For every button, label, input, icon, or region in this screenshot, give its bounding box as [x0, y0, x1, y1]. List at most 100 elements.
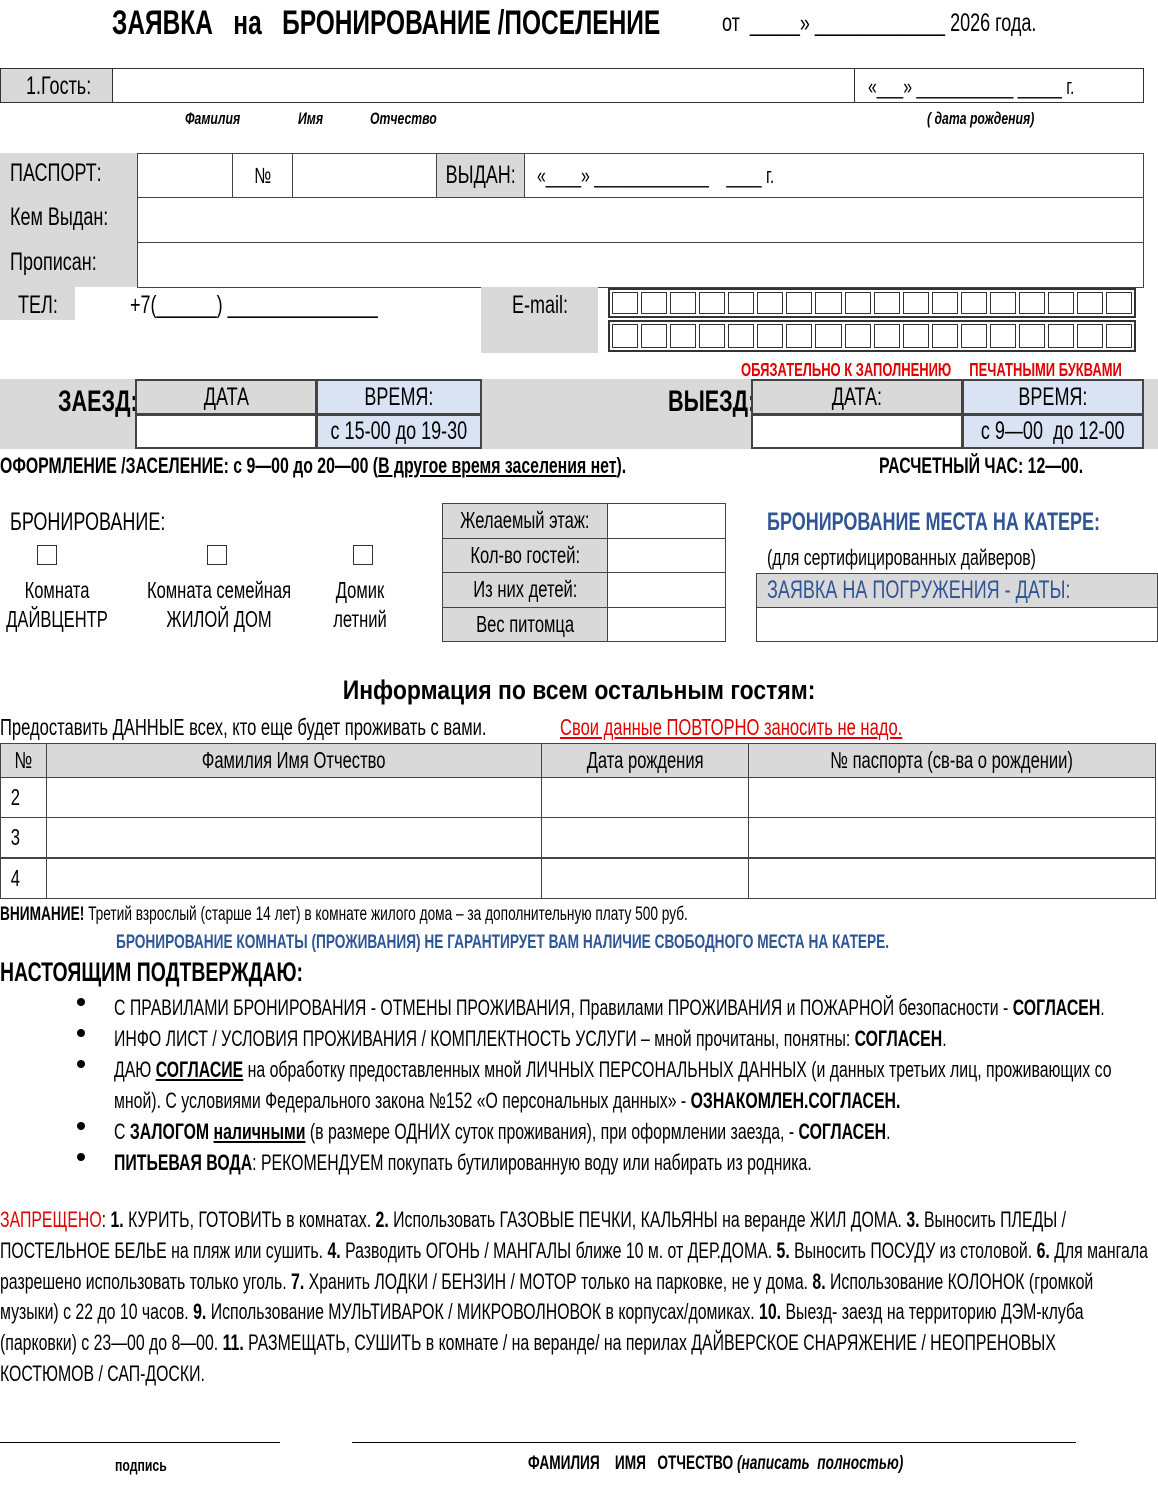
table-cell[interactable]: [541, 857, 749, 899]
sub-first-name: Имя: [298, 109, 324, 128]
text-segment: Разводить ОГОНЬ / МАНГАЛЫ ближе 10 м. от…: [340, 1237, 777, 1263]
extras-label-text: Кол-во гостей:: [470, 541, 580, 568]
extras-label: Из них детей:: [442, 572, 608, 608]
text-segment: 10.: [759, 1299, 782, 1325]
table-header-cell: Фамилия Имя Отчество: [46, 743, 542, 778]
checkbox-room-divecenter[interactable]: [37, 545, 57, 565]
departure-time-header: ВРЕМЯ:: [962, 379, 1144, 415]
extras-input[interactable]: [607, 572, 726, 608]
text-segment: ЗАПРЕЩЕНО: [0, 1207, 102, 1232]
bullet-icon: [77, 1153, 85, 1161]
text-segment: 9.: [193, 1299, 207, 1325]
confirm-item: С ПРАВИЛАМИ БРОНИРОВАНИЯ - ОТМЕНЫ ПРОЖИВ…: [114, 992, 1136, 1023]
text-segment: 2.: [375, 1207, 389, 1232]
extras-label-text: Желаемый этаж:: [460, 507, 590, 534]
extras-input[interactable]: [607, 503, 726, 539]
boat-booking-title: БРОНИРОВАНИЕ МЕСТА НА КАТЕРЕ:: [767, 508, 1100, 536]
text-segment: 4.: [327, 1237, 341, 1263]
issued-label: ВЫДАН:: [436, 153, 525, 198]
dives-label: ЗАЯВКА НА ПОГРУЖЕНИЯ - ДАТЫ:: [756, 573, 1158, 608]
table-cell[interactable]: [46, 857, 542, 899]
text-segment: : РЕКОМЕНДУЕМ покупать бутилированную во…: [252, 1150, 812, 1175]
guest-name-input[interactable]: [113, 69, 855, 102]
others-title: Информация по всем остальным гостям:: [342, 675, 816, 705]
others-warning: Свои данные ПОВТОРНО заносить не надо.: [560, 714, 903, 740]
arrival-time-value: с 15-00 до 19-30: [316, 414, 482, 449]
extras-input[interactable]: [607, 537, 726, 573]
arrival-date-input[interactable]: [135, 414, 317, 449]
booking-label: БРОНИРОВАНИЕ:: [10, 508, 166, 536]
text-segment: ПИТЬЕВАЯ ВОДА: [114, 1150, 253, 1175]
issued-by-input[interactable]: [137, 197, 1144, 243]
text-segment: С ПРАВИЛАМИ БРОНИРОВАНИЯ - ОТМЕНЫ ПРОЖИВ…: [114, 995, 1013, 1020]
sub-birthdate: ( дата рождения): [927, 109, 1035, 128]
boat-booking-subtitle: (для сертифицированных дайверов): [767, 545, 1036, 570]
departure-time-value: с 9—00 до 12-00: [962, 414, 1144, 449]
arrival-time-header: ВРЕМЯ:: [316, 379, 482, 415]
signature-label: подпись: [115, 1456, 167, 1475]
others-intro: Предоставить ДАННЫЕ всех, кто еще будет …: [0, 714, 487, 740]
guest-label-cell: [1, 69, 113, 102]
confirm-item: ПИТЬЕВАЯ ВОДА: РЕКОМЕНДУЕМ покупать бути…: [114, 1147, 1136, 1178]
registered-input[interactable]: [137, 242, 1144, 288]
extras-label: Кол-во гостей:: [442, 537, 608, 573]
text-segment: С: [114, 1119, 130, 1144]
table-cell[interactable]: [748, 817, 1156, 859]
table-header-cell: № паспорта (св-ва о рождении): [748, 743, 1156, 778]
departure-date-input[interactable]: [751, 414, 963, 449]
phone-input[interactable]: +7(______) _______________: [130, 291, 378, 319]
text-segment: 6.: [1036, 1237, 1050, 1263]
guest-birthdate-input[interactable]: «___» ___________ _____ г.: [868, 74, 1075, 99]
issued-by-label: Кем Выдан:: [10, 203, 109, 231]
text-segment: 7.: [291, 1268, 305, 1294]
text-segment: :: [101, 1207, 111, 1232]
table-cell[interactable]: [46, 817, 542, 859]
text-segment: СОГЛАСЕН: [854, 1026, 943, 1051]
text-segment: РАЗМЕЩАТЬ, СУШИТЬ в комнате / на веранде…: [0, 1330, 1056, 1386]
passport-label-column: [0, 153, 137, 287]
extras-input[interactable]: [607, 606, 726, 642]
table-cell[interactable]: [46, 777, 542, 818]
table-cell[interactable]: [541, 777, 749, 818]
table-header-cell: №: [0, 743, 47, 778]
confirm-item: ИНФО ЛИСТ / УСЛОВИЯ ПРОЖИВАНИЯ / КОМПЛЕК…: [114, 1023, 1136, 1054]
text-segment: КУРИТЬ, ГОТОВИТЬ в комнатах.: [123, 1207, 376, 1232]
text-segment: Выносить ПОСУДУ из столовой.: [789, 1237, 1037, 1263]
email-grid-row-2[interactable]: [608, 320, 1136, 352]
full-name-line[interactable]: [352, 1442, 1076, 1443]
row-number: 4: [0, 857, 47, 899]
row-number: 2: [0, 777, 47, 818]
confirm-title: НАСТОЯЩИМ ПОДТВЕРЖДАЮ:: [0, 957, 304, 987]
text-segment: Выезд- заезд на территорию ДЭМ-клуба (па…: [0, 1299, 1084, 1356]
signature-line[interactable]: [0, 1442, 280, 1443]
passport-number-input[interactable]: [292, 153, 437, 198]
confirm-item: С ЗАЛОГОМ наличными (в размере ОДНИХ сут…: [114, 1116, 1136, 1147]
text-segment: Использовать ГАЗОВЫЕ ПЕЧКИ, КАЛЬЯНЫ на в…: [388, 1207, 907, 1232]
passport-series-input[interactable]: [137, 153, 233, 198]
email-grid-row-1[interactable]: [608, 288, 1136, 318]
passport-label: ПАСПОРТ:: [10, 159, 102, 187]
table-cell[interactable]: [541, 817, 749, 859]
departure-date-header: ДАТА:: [751, 379, 963, 415]
extras-label: Желаемый этаж:: [442, 503, 608, 539]
text-segment: СОГЛАСЕН: [1012, 995, 1101, 1020]
checkbox-summer-cabin[interactable]: [353, 545, 373, 565]
dives-dates-input[interactable]: [756, 607, 1158, 642]
table-cell[interactable]: [748, 777, 1156, 818]
text-segment: Использование КОЛОНОК (громкой музыки) с…: [0, 1268, 1094, 1325]
checkout-hour: РАСЧЕТНЫЙ ЧАС: 12—00.: [879, 453, 1084, 478]
issued-date-input[interactable]: «____» _____________ ____ г.: [524, 153, 1144, 198]
text-segment: .: [942, 1026, 947, 1051]
form-date[interactable]: от _____» _____________ 2026 года.: [722, 9, 1037, 37]
departure-label: ВЫЕЗД:: [668, 385, 756, 418]
header-text: № паспорта (св-ва о рождении): [830, 747, 1074, 773]
text-segment: 11.: [222, 1330, 244, 1356]
sub-middle-name: Отчество: [370, 109, 437, 128]
text-segment: наличными: [213, 1119, 306, 1144]
row-number-text: 4: [10, 864, 21, 891]
guest-label: 1.Гость:: [26, 72, 92, 100]
checkbox-room-family-house[interactable]: [207, 545, 227, 565]
table-cell[interactable]: [748, 857, 1156, 899]
